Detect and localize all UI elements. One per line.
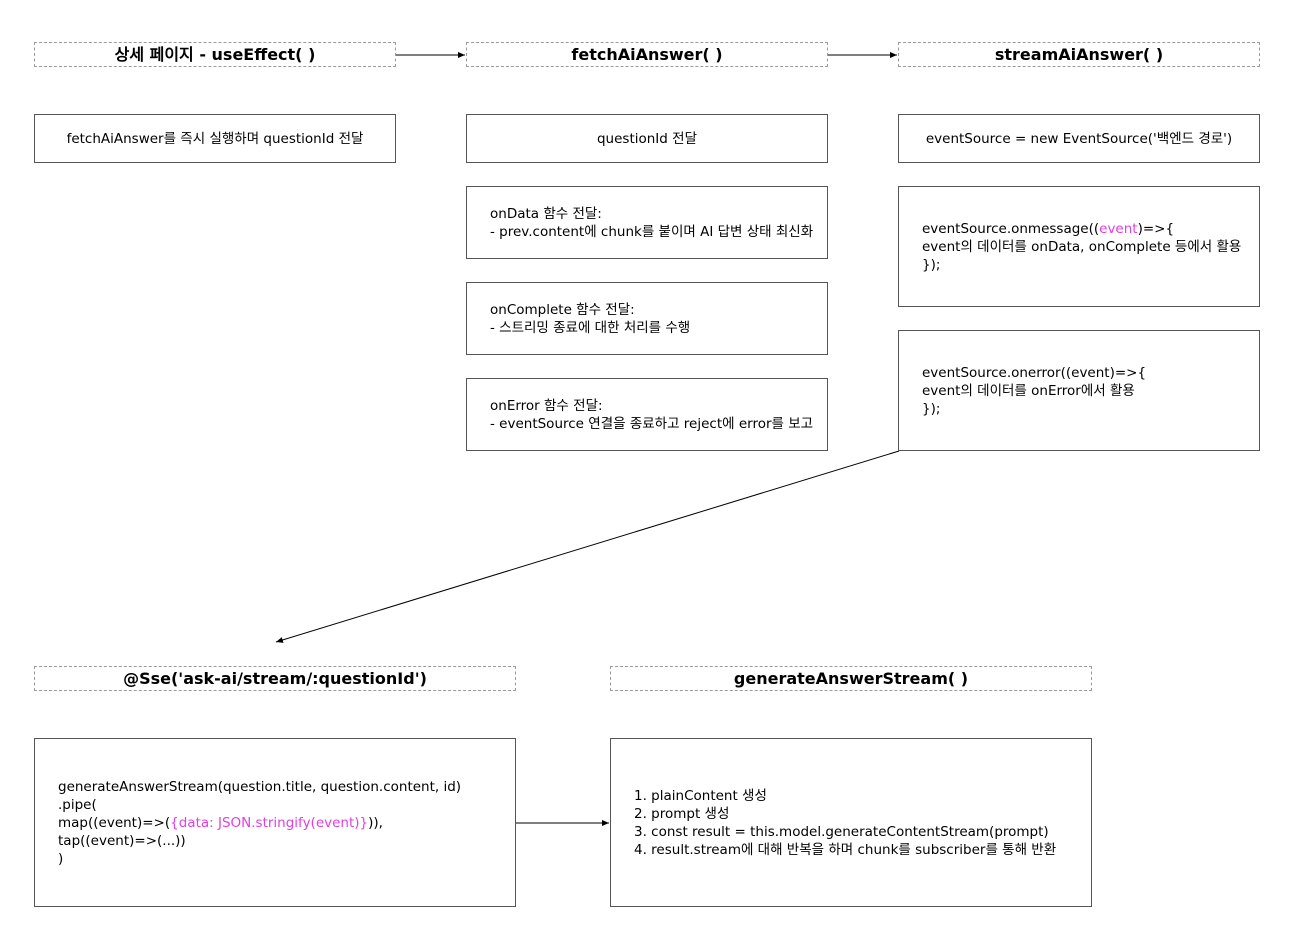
- sse-line3: map((event)=>({data: JSON.stringify(even…: [58, 814, 383, 831]
- sse-map-highlight: {data: JSON.stringify(event)}: [170, 814, 369, 831]
- oncomplete-detail: - 스트리밍 종료에 대한 처리를 수행: [490, 319, 691, 336]
- fetch-oncomplete-box: onComplete 함수 전달: - 스트리밍 종료에 대한 처리를 수행: [466, 282, 828, 355]
- eventsource-create-box: eventSource = new EventSource('백엔드 경로'): [898, 114, 1260, 163]
- generate-step-3: 3. const result = this.model.generateCon…: [634, 823, 1049, 840]
- ondata-title: onData 함수 전달:: [490, 205, 602, 222]
- onmessage-event-highlight: event: [1099, 220, 1138, 237]
- header-fetch-ai-answer: fetchAiAnswer( ): [466, 42, 828, 67]
- onerror-line3: });: [922, 400, 941, 417]
- onerror-line2: event의 데이터를 onError에서 활용: [922, 382, 1135, 399]
- header-generate-answer-stream: generateAnswerStream( ): [610, 666, 1092, 691]
- sse-line2: .pipe(: [58, 796, 97, 813]
- fetch-questionid-box: questionId 전달: [466, 114, 828, 163]
- header-stream-ai-answer: streamAiAnswer( ): [898, 42, 1260, 67]
- useeffect-description: fetchAiAnswer를 즉시 실행하며 questionId 전달: [66, 130, 364, 147]
- onmessage-line1: eventSource.onmessage((event)=>{: [922, 220, 1175, 237]
- header-useeffect: 상세 페이지 - useEffect( ): [34, 42, 396, 67]
- header-sse-endpoint: @Sse('ask-ai/stream/:questionId'): [34, 666, 516, 691]
- arrow-stream-to-sse: [275, 450, 900, 643]
- sse-line1: generateAnswerStream(question.title, que…: [58, 778, 462, 795]
- fetch-onerror-box: onError 함수 전달: - eventSource 연결을 종료하고 re…: [466, 378, 828, 451]
- oncomplete-title: onComplete 함수 전달:: [490, 301, 635, 318]
- onerror-line1: eventSource.onerror((event)=>{: [922, 364, 1147, 381]
- useeffect-description-box: fetchAiAnswer를 즉시 실행하며 questionId 전달: [34, 114, 396, 163]
- onerror-title: onError 함수 전달:: [490, 397, 603, 414]
- sse-line4: tap((event)=>(...)): [58, 832, 186, 849]
- generate-step-4: 4. result.stream에 대해 반복을 하며 chunk를 subsc…: [634, 841, 1057, 858]
- generate-steps-box: 1. plainContent 생성 2. prompt 생성 3. const…: [610, 738, 1092, 907]
- generate-step-2: 2. prompt 생성: [634, 805, 730, 822]
- eventsource-onmessage-box: eventSource.onmessage((event)=>{ event의 …: [898, 186, 1260, 307]
- eventsource-onerror-box: eventSource.onerror((event)=>{ event의 데이…: [898, 330, 1260, 451]
- sse-code-box: generateAnswerStream(question.title, que…: [34, 738, 516, 907]
- onerror-detail: - eventSource 연결을 종료하고 reject에 error를 보고: [490, 415, 814, 432]
- fetch-ondata-box: onData 함수 전달: - prev.content에 chunk를 붙이며…: [466, 186, 828, 259]
- fetch-questionid-text: questionId 전달: [596, 130, 697, 147]
- generate-step-1: 1. plainContent 생성: [634, 787, 767, 804]
- eventsource-create-text: eventSource = new EventSource('백엔드 경로'): [925, 130, 1233, 147]
- onmessage-line3: });: [922, 256, 941, 273]
- ondata-detail: - prev.content에 chunk를 붙이며 AI 답변 상태 최신화: [490, 223, 814, 240]
- sse-line5: ): [58, 850, 64, 867]
- onmessage-line2: event의 데이터를 onData, onComplete 등에서 활용: [922, 238, 1242, 255]
